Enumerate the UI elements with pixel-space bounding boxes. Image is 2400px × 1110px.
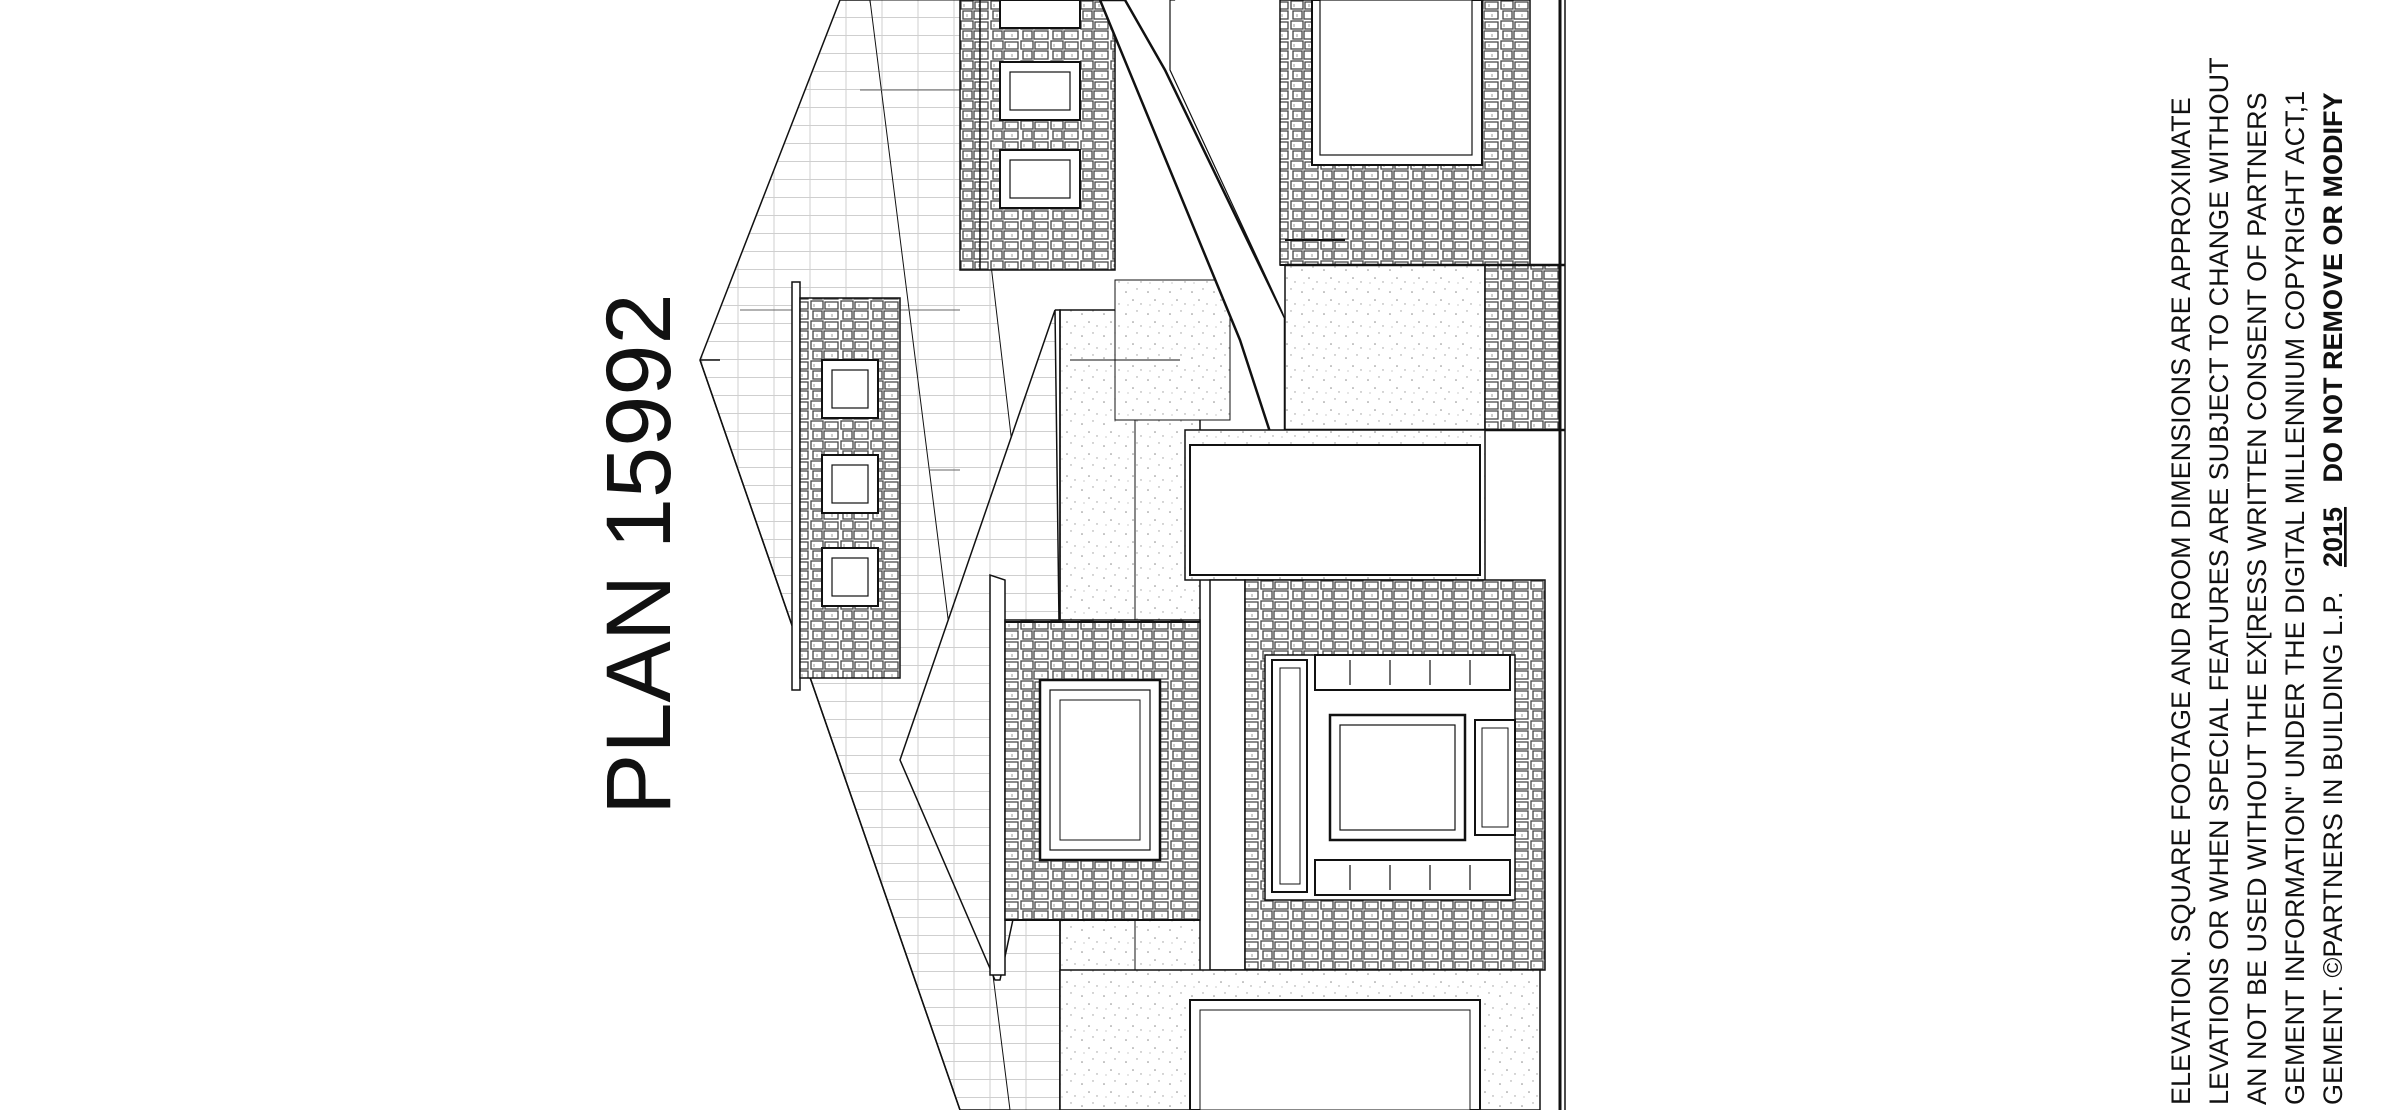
note-line-4: GEMENT INFORMATION" UNDER THE DIGITAL MI… — [2280, 91, 2310, 1105]
note-line-5-start: GEMENT. ©PARTNERS IN BUILDING L.P. — [2318, 591, 2348, 1105]
note-line-1: ELEVATION. SQUARE FOOTAGE AND ROOM DIMEN… — [2166, 97, 2196, 1105]
note-line-2: LEVATIONS OR WHEN SPECIAL FEATURES ARE S… — [2204, 57, 2234, 1105]
lower-garage-section — [1059, 969, 1541, 1110]
plan-title: PLAN 15992 — [588, 293, 690, 815]
upper-right-stone-block — [1279, 0, 1531, 266]
grade-line — [1558, 0, 1566, 1110]
left-bay-window — [989, 573, 1201, 976]
do-not-modify-warning: DO NOT REMOVE OR MODIFY — [2318, 92, 2348, 482]
roof-dormer — [791, 281, 901, 691]
note-line-5: GEMENT. ©PARTNERS IN BUILDING L.P. 2015 … — [2318, 92, 2348, 1105]
garage-stucco-band — [1184, 263, 1565, 581]
note-line-3: AN NOT BE USED WITHOUT THE EX[RESS WRITT… — [2242, 92, 2272, 1105]
dormer-windows — [821, 359, 879, 607]
upper-stone-wing — [959, 0, 1116, 271]
copyright-year: 2015 — [2318, 507, 2348, 567]
front-entry-stone — [1209, 579, 1546, 971]
legal-notes: ELEVATION. SQUARE FOOTAGE AND ROOM DIMEN… — [2166, 57, 2348, 1105]
